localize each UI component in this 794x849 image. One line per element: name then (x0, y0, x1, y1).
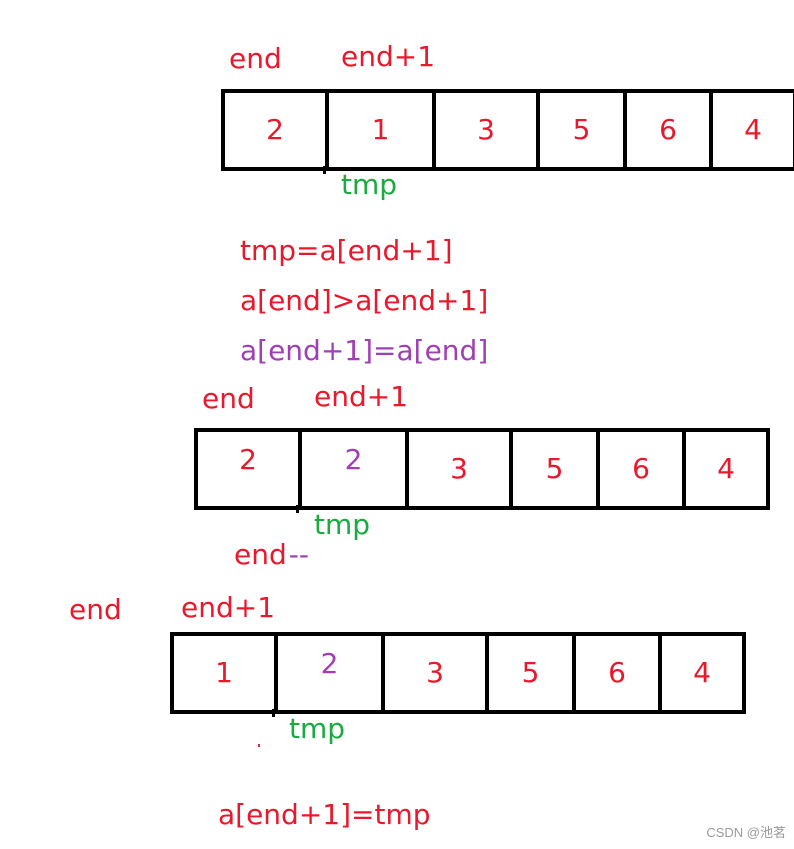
code-line-tmp-assign: tmp=a[end+1] (240, 234, 453, 267)
cell-value: 4 (693, 656, 711, 689)
cell-value: 4 (717, 452, 735, 485)
cell-value: 6 (632, 452, 650, 485)
array-cell: 2 (302, 432, 409, 506)
array-cell: 1 (174, 636, 278, 710)
array-cell: 2 (225, 93, 329, 167)
cell-value: 2 (266, 113, 284, 146)
array-cell: 3 (409, 432, 513, 506)
cell-value: 1 (215, 656, 233, 689)
cell-value: 2 (320, 647, 339, 681)
tmp-pointer-tick (272, 709, 275, 717)
array-cell: 5 (540, 93, 627, 167)
end-plus-one-label-1: end+1 (341, 40, 436, 73)
array-cell: 5 (489, 636, 576, 710)
tmp-pointer-tick (323, 166, 326, 174)
array-cell: 4 (686, 432, 766, 506)
end-label-2: end (202, 382, 255, 415)
tmp-label-2: tmp (314, 508, 371, 541)
tmp-label-1: tmp (341, 168, 398, 201)
cell-value: 4 (744, 113, 762, 146)
array-cell: 2 (198, 432, 302, 506)
array-step-2: 2 2 3 5 6 4 (194, 428, 770, 510)
cell-value: 5 (545, 452, 564, 485)
cell-value: 1 (371, 113, 390, 146)
cell-value: 5 (572, 113, 591, 146)
cell-value: 6 (608, 656, 626, 689)
array-cell: 6 (627, 93, 713, 167)
array-cell: 1 (329, 93, 436, 167)
code-line-compare: a[end]>a[end+1] (240, 284, 489, 317)
array-cell: 2 (278, 636, 385, 710)
watermark: CSDN @池茗 (706, 825, 786, 840)
end-decrement-label: end-- (234, 541, 309, 569)
array-cell: 5 (513, 432, 600, 506)
cell-value: 2 (239, 443, 257, 477)
stray-mark (258, 744, 260, 747)
tmp-pointer-tick (296, 505, 299, 513)
array-step-3: 1 2 3 5 6 4 (170, 632, 746, 714)
array-step-1: 2 1 3 5 6 4 (221, 89, 794, 171)
cell-value: 3 (426, 656, 444, 689)
cell-value: 3 (450, 452, 468, 485)
array-cell: 6 (600, 432, 686, 506)
cell-value: 6 (659, 113, 677, 146)
array-cell: 3 (436, 93, 540, 167)
cell-value: 2 (344, 443, 363, 477)
end-label-1: end (229, 42, 282, 75)
cell-value: 3 (477, 113, 495, 146)
array-cell: 6 (576, 636, 662, 710)
code-line-shift: a[end+1]=a[end] (240, 334, 489, 367)
decrement-operator: -- (288, 538, 309, 571)
code-line-restore-tmp: a[end+1]=tmp (218, 798, 431, 831)
end-plus-one-label-2: end+1 (314, 380, 409, 413)
array-cell: 4 (713, 93, 793, 167)
cell-value: 5 (521, 656, 540, 689)
tmp-label-3: tmp (289, 712, 346, 745)
end-label-3: end (69, 593, 122, 626)
array-cell: 4 (662, 636, 742, 710)
array-cell: 3 (385, 636, 489, 710)
end-plus-one-label-3: end+1 (181, 591, 276, 624)
end-decrement-var: end (234, 538, 287, 571)
